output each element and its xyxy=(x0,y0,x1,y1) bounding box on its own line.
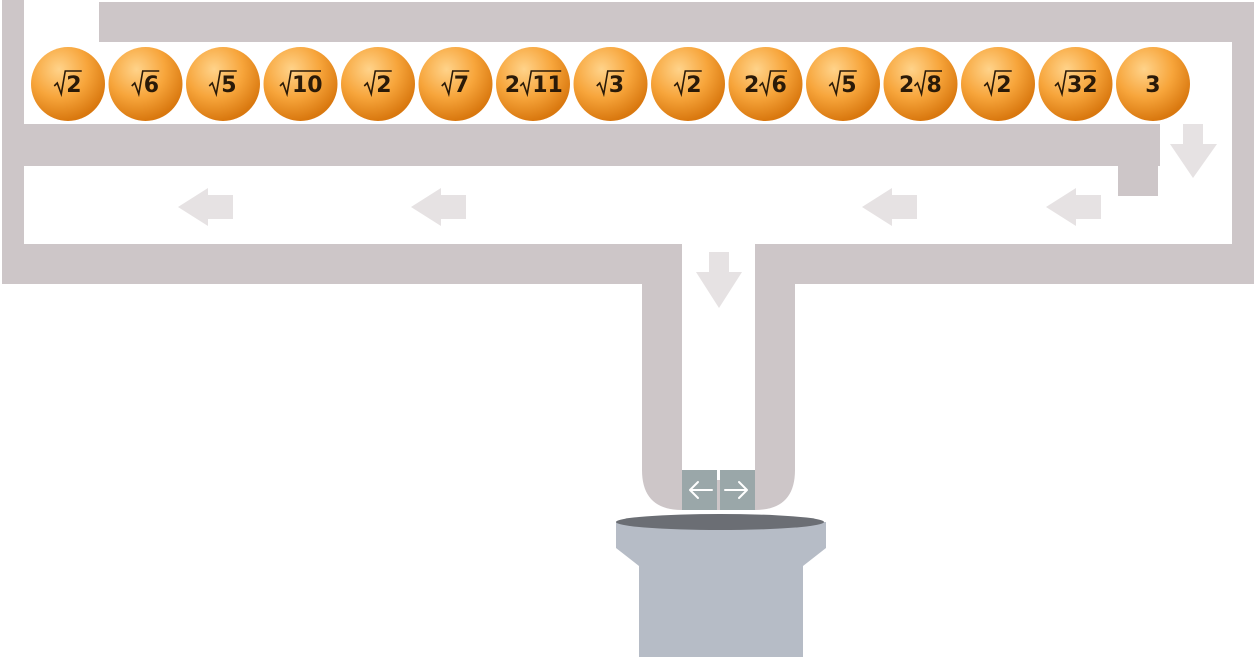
ball[interactable]: 10 xyxy=(263,47,338,121)
ball-body xyxy=(341,47,415,121)
flow-arrow-down-icon xyxy=(696,252,742,308)
ball-body xyxy=(728,47,803,121)
ball-body xyxy=(496,47,570,121)
ball-body xyxy=(961,47,1035,121)
ball[interactable]: 5 xyxy=(186,47,260,121)
ball[interactable]: 2 xyxy=(31,47,105,121)
ball-radicand: 3 xyxy=(609,73,624,98)
ball-body xyxy=(108,47,183,121)
ball-radicand: 2 xyxy=(376,73,391,98)
ball[interactable]: 2 xyxy=(651,47,725,121)
ball[interactable]: 6 xyxy=(108,47,183,121)
right-outer-wall xyxy=(1232,2,1254,284)
ball-body xyxy=(1038,47,1113,121)
ball-body xyxy=(573,47,648,121)
ball-radicand: 5 xyxy=(841,73,856,98)
ball-body xyxy=(186,47,260,121)
ball-radicand: 2 xyxy=(686,73,701,98)
ball-radicand: 2 xyxy=(66,73,81,98)
lower-bottom-wall-left xyxy=(2,244,682,284)
ball-body xyxy=(883,47,958,121)
ball-radicand: 6 xyxy=(772,73,787,98)
ball[interactable]: 3 xyxy=(1116,47,1190,121)
ball-coefficient: 2 xyxy=(744,73,759,98)
radical-sign-icon xyxy=(363,70,392,98)
ball[interactable]: 3 xyxy=(573,47,648,121)
flow-arrow-left-icon xyxy=(411,188,466,226)
ball-coefficient: 2 xyxy=(505,73,520,98)
radical-sign-icon xyxy=(279,70,321,98)
ball[interactable]: 32 xyxy=(1038,47,1113,121)
radical-sign-icon xyxy=(1054,70,1096,98)
ball-body xyxy=(1116,47,1190,121)
pipe-network xyxy=(2,0,1254,510)
flow-arrow-left-icon xyxy=(862,188,917,226)
ball[interactable]: 2 xyxy=(961,47,1035,121)
ball[interactable]: 2 11 xyxy=(496,47,570,121)
arrow-left-icon xyxy=(689,481,713,499)
ball-coefficient: 2 xyxy=(899,73,914,98)
collection-bin xyxy=(616,514,826,657)
lower-bottom-wall-right xyxy=(755,244,1254,284)
flow-arrow-left-icon xyxy=(178,188,233,226)
ball-radicand: 5 xyxy=(221,73,236,98)
radical-sign-icon xyxy=(596,70,625,98)
ball[interactable]: 2 xyxy=(341,47,415,121)
top-pipe-left-wall xyxy=(2,0,24,140)
radical-sign-icon xyxy=(441,70,470,98)
ball-radicand: 10 xyxy=(292,73,323,98)
radical-sign-icon xyxy=(673,70,702,98)
flow-arrows xyxy=(178,124,1217,308)
ball-radicand: 32 xyxy=(1067,73,1098,98)
ball-radicand: 6 xyxy=(144,73,159,98)
radical-sign-icon xyxy=(131,70,160,98)
bin-opening xyxy=(616,514,824,530)
ball-body xyxy=(263,47,338,121)
ball-body xyxy=(651,47,725,121)
gate-right-button[interactable] xyxy=(720,470,755,510)
gate-left-button[interactable] xyxy=(682,470,717,510)
ball[interactable]: 5 xyxy=(806,47,880,121)
top-pipe-top-wall xyxy=(99,2,1254,42)
ball-coefficient: 3 xyxy=(1145,73,1160,98)
return-drop-wall xyxy=(1118,124,1158,196)
arrow-right-icon xyxy=(724,481,748,499)
radical-sign-icon xyxy=(53,70,82,98)
top-pipe-bottom-wall xyxy=(2,124,1160,166)
gate-controls xyxy=(682,470,755,510)
radical-sign-icon xyxy=(208,70,237,98)
ball[interactable]: 7 xyxy=(418,47,493,121)
ball-radicand: 7 xyxy=(454,73,469,98)
radical-sign-icon xyxy=(758,70,787,98)
ball-body xyxy=(31,47,105,121)
radical-sign-icon xyxy=(913,70,942,98)
ball-body xyxy=(806,47,880,121)
radical-sign-icon xyxy=(828,70,857,98)
funnel-pipe xyxy=(642,270,795,510)
ball-body xyxy=(418,47,493,121)
radical-sign-icon xyxy=(983,70,1012,98)
radical-sign-icon xyxy=(519,70,562,98)
ball-radicand: 11 xyxy=(532,73,563,98)
flow-arrow-left-icon xyxy=(1046,188,1101,226)
bin-body xyxy=(616,522,826,657)
ball-radicand: 8 xyxy=(927,73,942,98)
flow-arrow-down-icon xyxy=(1170,124,1217,178)
ball-radicand: 2 xyxy=(996,73,1011,98)
